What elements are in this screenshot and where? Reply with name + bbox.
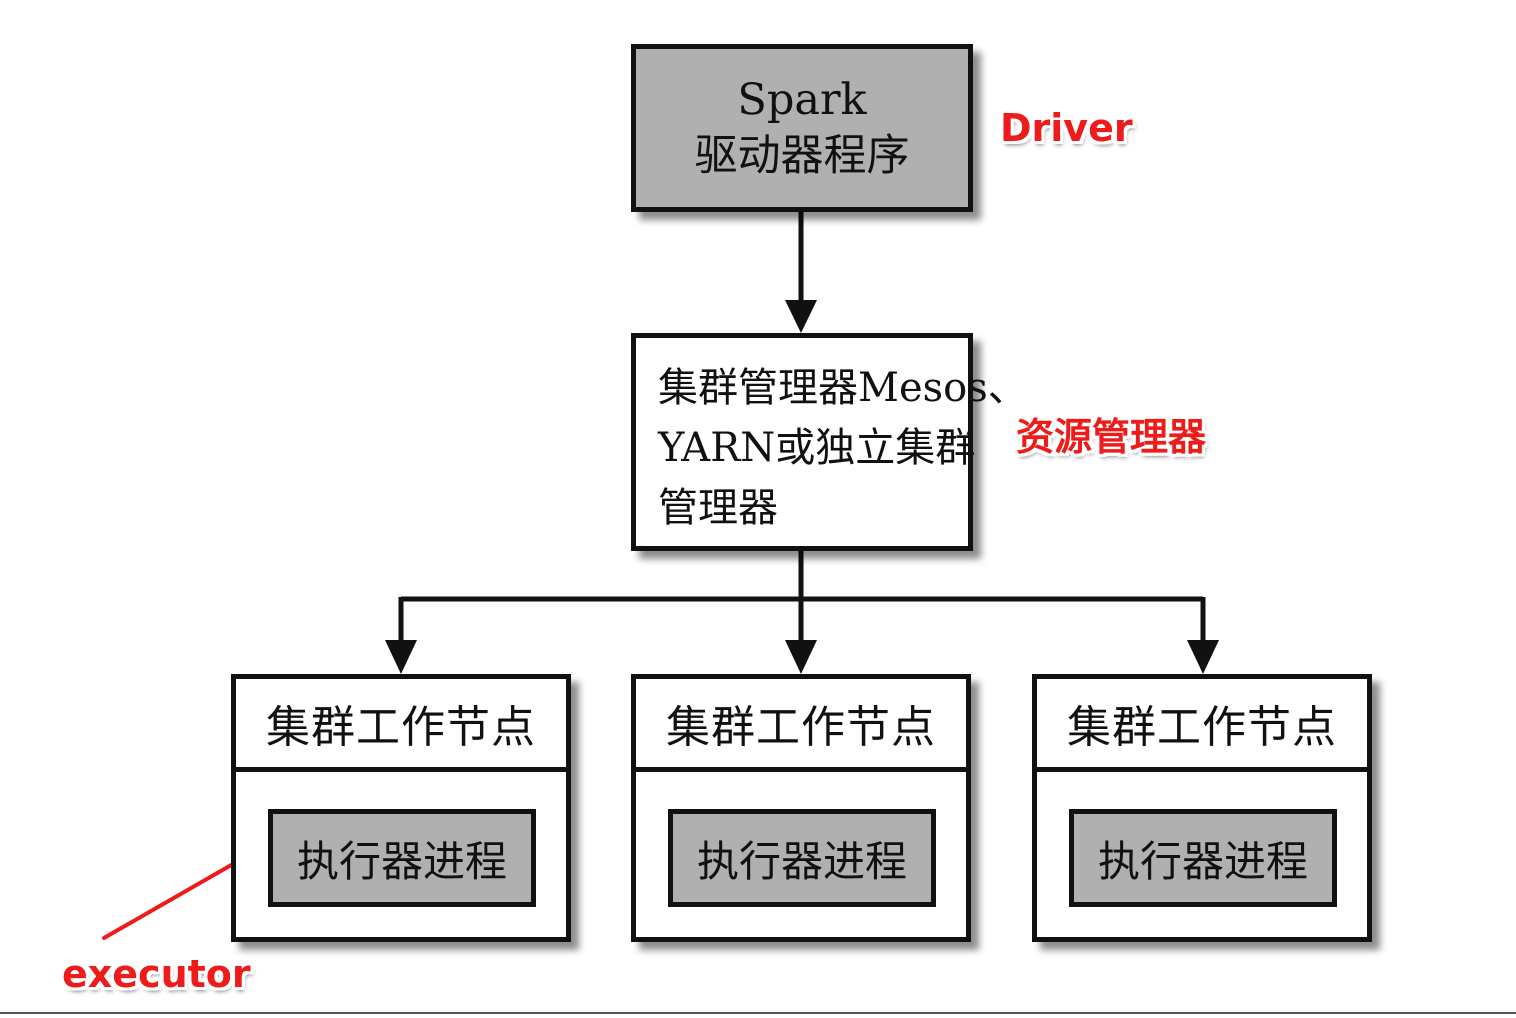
driver-program-box: Spark 驱动器程序 [631,44,973,212]
executor-process-box: 执行器进程 [268,809,536,907]
arrowhead-node-2 [785,640,817,674]
executor-annotation-arrow-shaft-red [102,858,242,940]
arrowhead-manager [785,300,817,333]
worker-node-title: 集群工作节点 [636,679,966,772]
arrowhead-node-3 [1187,640,1219,674]
worker-node-2: 集群工作节点 执行器进程 [631,674,971,942]
worker-node-title: 集群工作节点 [236,679,566,772]
executor-annotation: executor [62,952,251,996]
arrowhead-node-1 [385,640,417,674]
cluster-manager-box: 集群管理器Mesos、 YARN或独立集群 管理器 [631,333,1028,551]
driver-subtitle: 驱动器程序 [694,131,910,181]
bottom-divider [0,1012,1516,1014]
worker-node-title: 集群工作节点 [1037,679,1367,772]
driver-annotation: Driver [1000,106,1133,150]
worker-node-1: 集群工作节点 执行器进程 [231,674,571,942]
cluster-manager-line-3: 管理器 [658,485,778,531]
cluster-manager-line-2: YARN或独立集群 [658,425,976,471]
executor-process-box: 执行器进程 [668,809,936,907]
resource-manager-annotation: 资源管理器 [1016,415,1207,459]
driver-title: Spark [737,75,867,125]
cluster-manager-line-1: 集群管理器Mesos、 [658,365,1028,411]
executor-process-box: 执行器进程 [1069,809,1337,907]
worker-node-3: 集群工作节点 执行器进程 [1032,674,1372,942]
